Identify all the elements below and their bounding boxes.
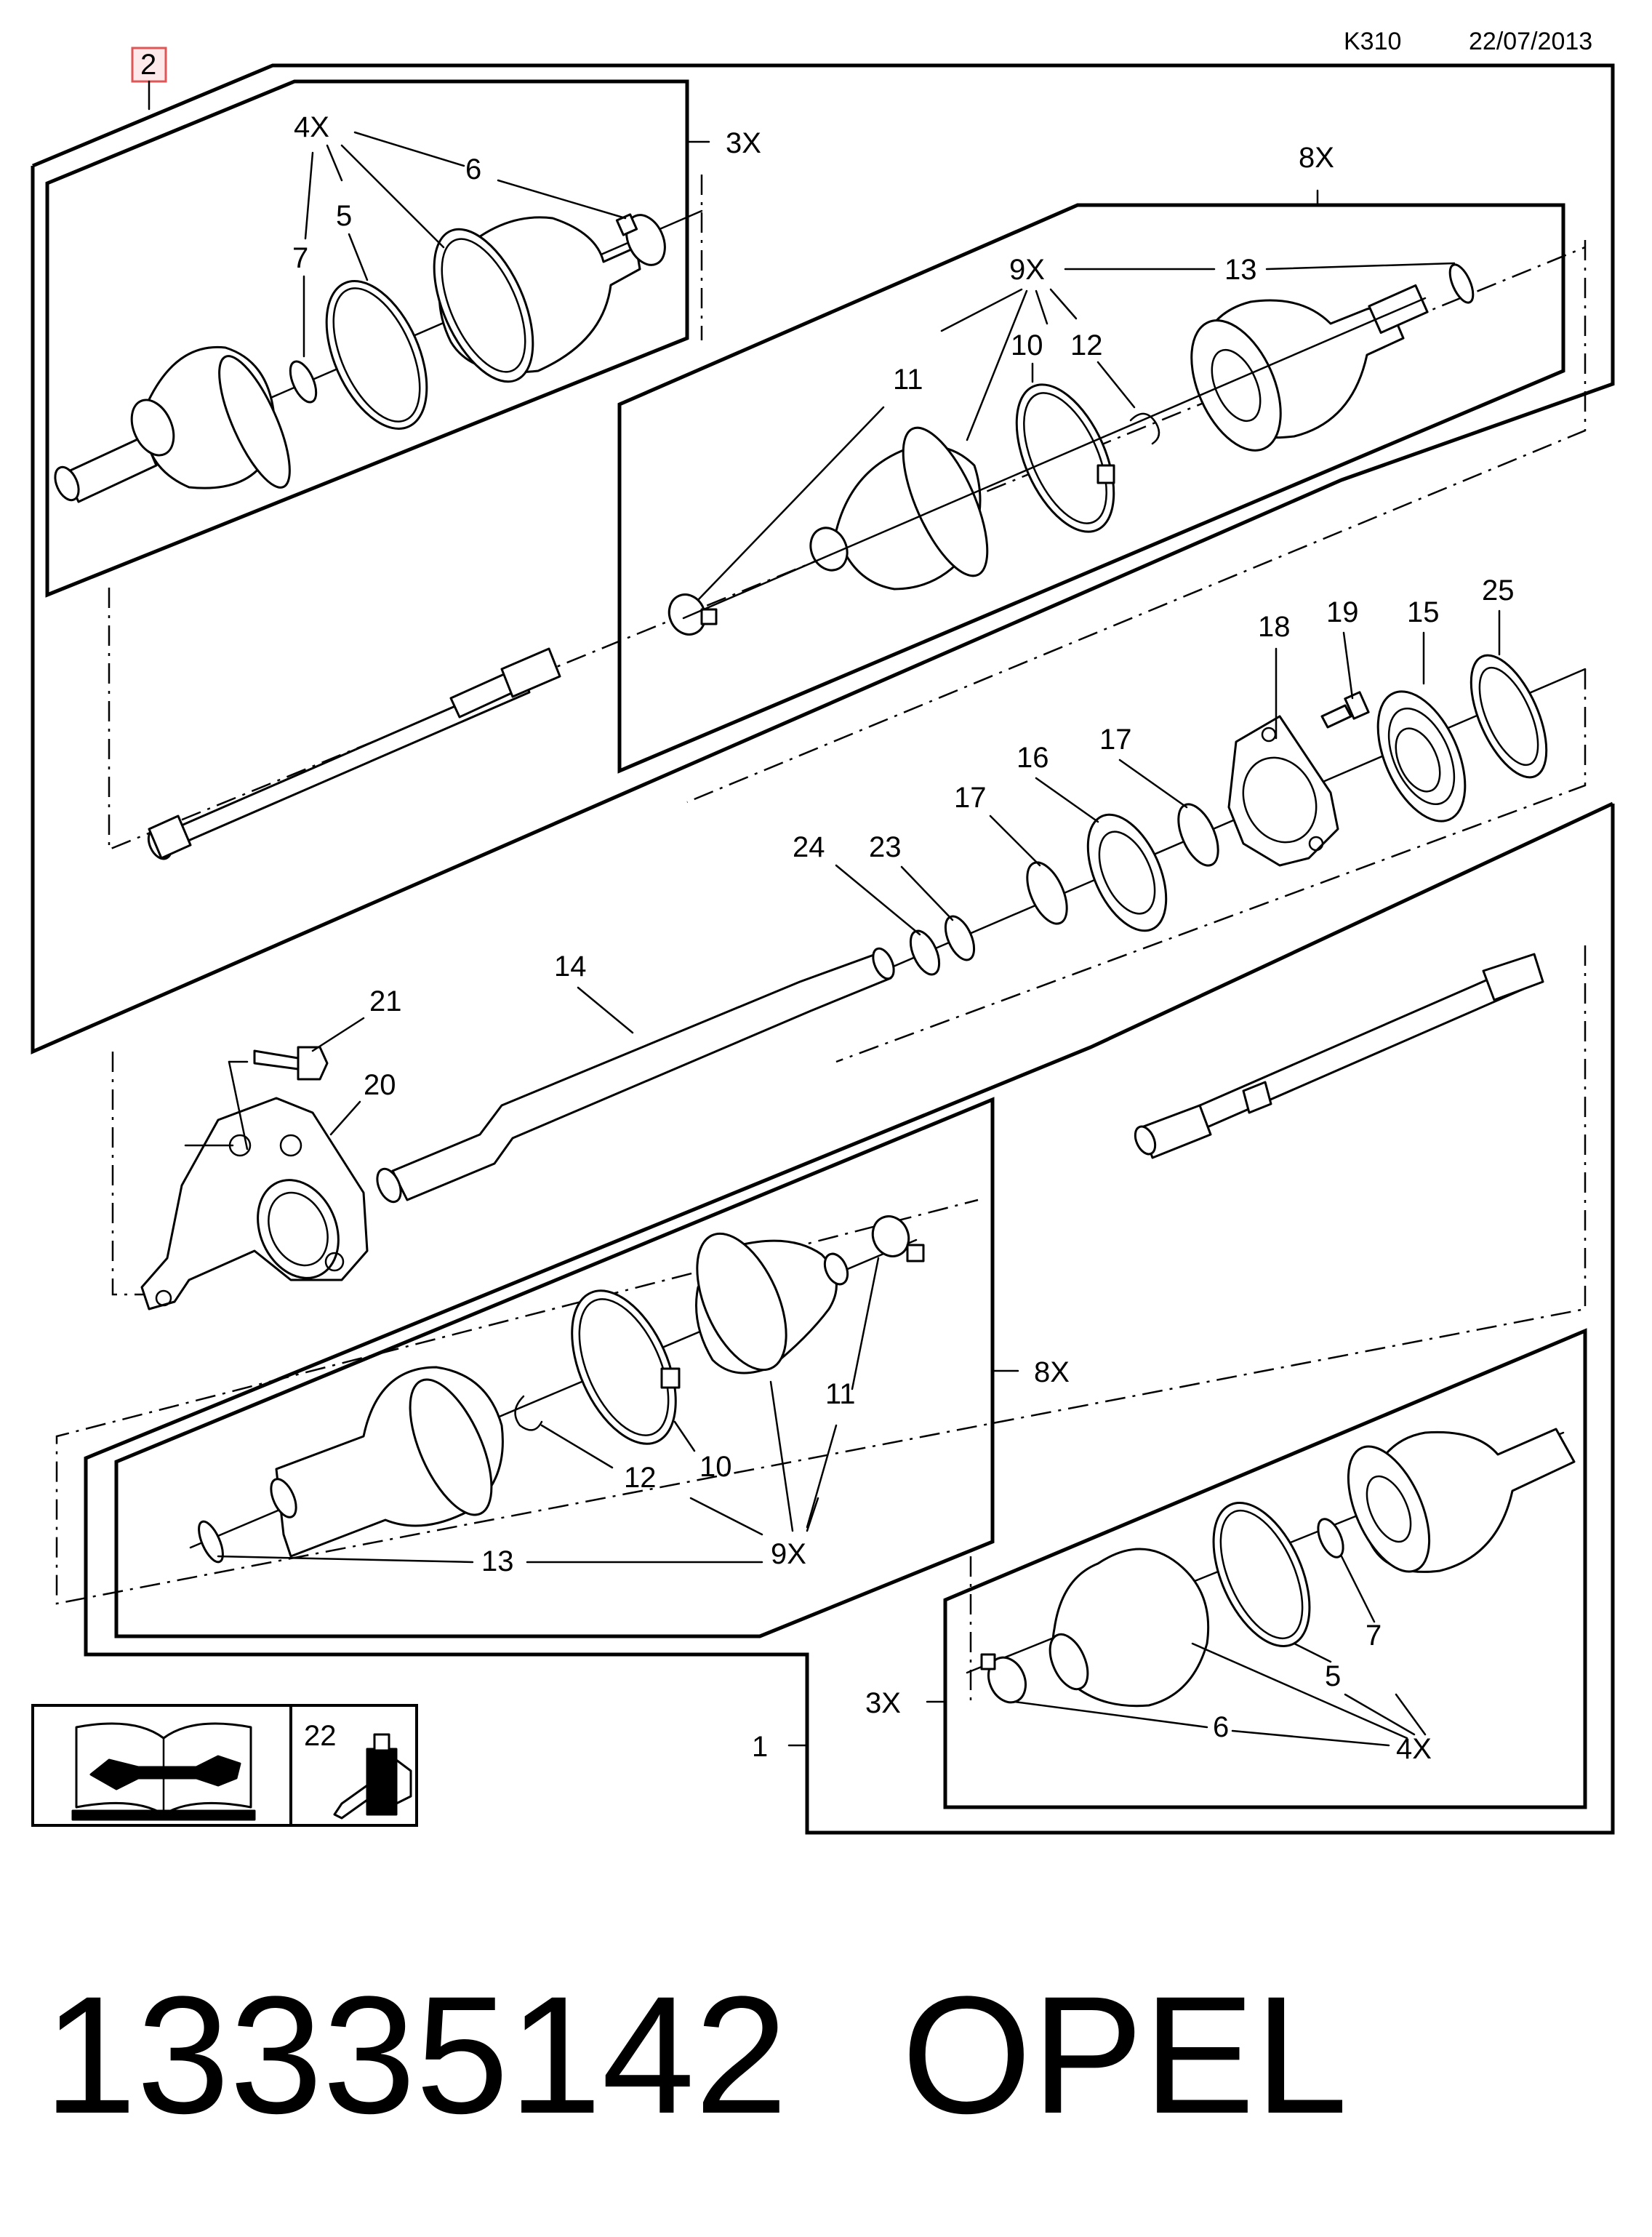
- cv-boot-inner-lower[interactable]: [679, 1220, 852, 1382]
- callout-20[interactable]: 20: [364, 1069, 396, 1101]
- part-number: 13335142: [44, 1961, 787, 2148]
- callout-17-b[interactable]: 17: [1099, 724, 1132, 756]
- callout-13-lower[interactable]: 13: [481, 1545, 514, 1577]
- circlip-outer[interactable]: [285, 358, 321, 406]
- assembly-2-frame: [31, 63, 1615, 1055]
- callout-6-lower[interactable]: 6: [1213, 1711, 1229, 1743]
- boot-clamp-small-outer[interactable]: [615, 209, 672, 271]
- drive-shaft-upper[interactable]: [144, 647, 561, 863]
- callout-5-upper[interactable]: 5: [336, 200, 352, 232]
- callout-7-lower[interactable]: 7: [1366, 1620, 1382, 1652]
- callout-16[interactable]: 16: [1017, 742, 1049, 774]
- callout-15[interactable]: 15: [1407, 596, 1440, 628]
- callout-9x-upper: 9X: [1009, 254, 1045, 286]
- callout-21[interactable]: 21: [369, 985, 402, 1017]
- inner-cv-kit-box-lower: [114, 1097, 995, 1638]
- quantity-3x-top: 3X: [726, 127, 761, 159]
- boot-clamp-large-inner-upper[interactable]: [997, 370, 1134, 546]
- callout-12-upper[interactable]: 12: [1070, 329, 1103, 361]
- boot-clamp-small-outer-lower[interactable]: [980, 1652, 1032, 1708]
- callout-14[interactable]: 14: [554, 951, 587, 983]
- callout-4x-upper: 4X: [294, 111, 329, 143]
- quantity-8x-lower: 8X: [1034, 1356, 1070, 1388]
- bearing-bracket-20[interactable]: [140, 1097, 369, 1310]
- boot-clamp-small-inner-lower[interactable]: [867, 1211, 925, 1262]
- lubricant-tube-icon: [333, 1733, 412, 1820]
- retaining-ring-upper[interactable]: [1129, 412, 1160, 445]
- assembly-marker-2[interactable]: 2: [140, 49, 156, 81]
- quantity-3x-lower: 3X: [865, 1687, 901, 1719]
- inner-cv-joint-upper[interactable]: [1174, 284, 1429, 463]
- callout-9x-lower: 9X: [771, 1538, 806, 1570]
- callout-4x-lower: 4X: [1396, 1733, 1432, 1765]
- bearing-housing-15[interactable]: [1360, 679, 1483, 834]
- callout-17-a[interactable]: 17: [954, 782, 987, 814]
- retaining-ring-lower[interactable]: [514, 1395, 543, 1431]
- inner-cv-kit-box: [617, 203, 1565, 774]
- callout-7-upper[interactable]: 7: [292, 242, 308, 274]
- boot-clamp-small-inner-upper[interactable]: [663, 589, 718, 641]
- cv-boot-outer[interactable]: [414, 215, 641, 396]
- diagram-code: K310: [1344, 28, 1401, 55]
- outer-cv-kit-box: [45, 79, 689, 598]
- ring-24[interactable]: [905, 927, 945, 978]
- bolt-19[interactable]: [1320, 691, 1370, 729]
- bearing-16[interactable]: [1072, 803, 1182, 943]
- assembly-1-frame: [84, 801, 1615, 1835]
- callout-10-lower[interactable]: 10: [699, 1451, 732, 1483]
- intermediate-shaft-14[interactable]: [372, 945, 897, 1206]
- bolt-21[interactable]: [253, 1046, 329, 1081]
- circlip-inner-lower[interactable]: [194, 1518, 228, 1566]
- cv-boot-inner-upper[interactable]: [804, 417, 1004, 591]
- callout-11-lower[interactable]: 11: [825, 1378, 856, 1410]
- callout-5-lower[interactable]: 5: [1325, 1660, 1341, 1692]
- outer-cv-joint-lower[interactable]: [1331, 1428, 1576, 1583]
- callout-24[interactable]: 24: [793, 831, 825, 863]
- boot-clamp-large-outer-lower[interactable]: [1194, 1489, 1329, 1661]
- circlip-outer-lower[interactable]: [1313, 1516, 1348, 1561]
- circlip-17-b[interactable]: [1171, 799, 1227, 871]
- boot-clamp-large-inner-lower[interactable]: [551, 1275, 697, 1459]
- outer-cv-kit-box-lower: [943, 1328, 1587, 1809]
- diagram-date: 22/07/2013: [1469, 28, 1592, 55]
- circlip-inner-upper[interactable]: [1446, 262, 1478, 306]
- axis-line-inner-upper: [682, 297, 1427, 620]
- callout-23[interactable]: 23: [869, 831, 902, 863]
- outer-cv-joint[interactable]: [50, 345, 303, 503]
- callout-11-upper[interactable]: 11: [893, 364, 923, 396]
- callout-19[interactable]: 19: [1326, 596, 1359, 628]
- legend-box: [31, 1704, 418, 1827]
- callout-25[interactable]: 25: [1482, 575, 1515, 607]
- boot-clamp-large-outer[interactable]: [306, 266, 447, 444]
- seal-25[interactable]: [1456, 645, 1562, 788]
- brand-name: OPEL: [902, 1961, 1348, 2148]
- callout-22[interactable]: 22: [304, 1720, 337, 1752]
- quantity-8x-top: 8X: [1299, 142, 1334, 174]
- circlip-17-a[interactable]: [1019, 857, 1075, 929]
- inner-cv-joint-lower[interactable]: [266, 1366, 508, 1558]
- callout-6-upper[interactable]: 6: [465, 153, 481, 185]
- callout-18[interactable]: 18: [1258, 611, 1291, 643]
- support-bracket[interactable]: [1227, 715, 1339, 867]
- callout-10-upper[interactable]: 10: [1011, 329, 1043, 361]
- callout-13-upper[interactable]: 13: [1224, 254, 1257, 286]
- callout-12-lower[interactable]: 12: [624, 1462, 657, 1494]
- assembly-label-1[interactable]: 1: [752, 1731, 768, 1763]
- cv-boot-outer-lower[interactable]: [1043, 1548, 1210, 1708]
- repair-manual-icon: [71, 1722, 256, 1821]
- drive-shaft-lower[interactable]: [1131, 953, 1544, 1159]
- ring-23[interactable]: [939, 912, 979, 964]
